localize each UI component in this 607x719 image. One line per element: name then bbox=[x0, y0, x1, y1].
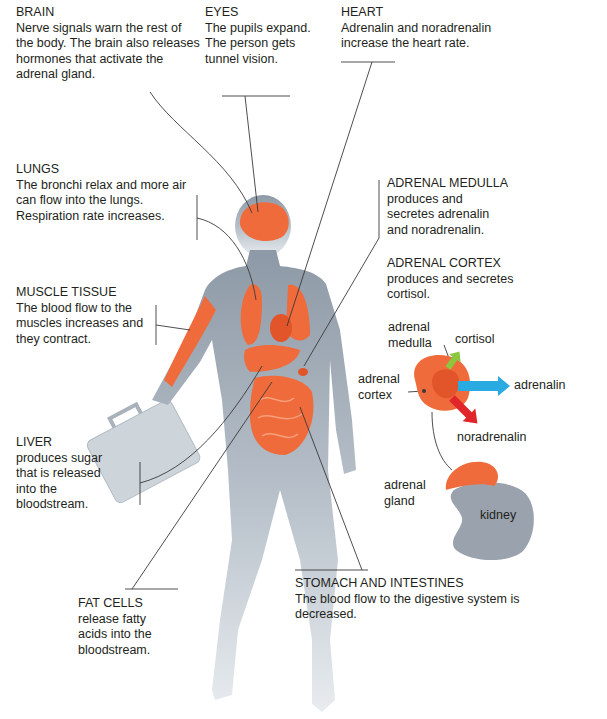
callout-text: release fatty acids into the bloodstream… bbox=[78, 612, 173, 659]
intestine-organ bbox=[250, 376, 313, 455]
callout-text: The pupils expand. The person gets tunne… bbox=[205, 21, 315, 68]
callout-text: produces sugar that is released into the… bbox=[16, 451, 116, 513]
head-silhouette bbox=[235, 195, 291, 257]
adrenal-medulla-shape bbox=[432, 369, 459, 398]
intestine-folds bbox=[258, 398, 302, 438]
liver-organ bbox=[244, 345, 300, 372]
cortisol-arrow bbox=[442, 348, 465, 372]
body-silhouette bbox=[152, 250, 356, 712]
part-label: adrenal gland bbox=[384, 478, 436, 509]
leader-line bbox=[156, 305, 190, 345]
kidney-shape: kidney bbox=[440, 476, 535, 560]
callout-heading: HEART bbox=[341, 5, 526, 21]
leader-line bbox=[197, 195, 256, 300]
organ-label: kidney bbox=[480, 508, 516, 524]
callout-heading: LUNGS bbox=[16, 162, 191, 178]
part-label: adrenal medulla bbox=[388, 320, 443, 351]
leader-line bbox=[222, 96, 290, 212]
arrow-shape bbox=[442, 348, 465, 372]
briefcase-handle bbox=[110, 404, 141, 427]
callout-heading: MUSCLE TISSUE bbox=[16, 285, 151, 301]
noradrenalin-arrow bbox=[446, 392, 484, 430]
leader-line bbox=[150, 92, 252, 213]
arrow-shape bbox=[446, 392, 484, 430]
part-label: adrenal cortex bbox=[358, 372, 410, 403]
callout-text: produces and secretes adrenalin and nora… bbox=[387, 192, 507, 239]
arm-muscle bbox=[164, 296, 216, 387]
callout-heading: ADRENAL CORTEX bbox=[387, 256, 547, 272]
callout-heading: STOMACH AND INTESTINES bbox=[295, 576, 525, 592]
leader-line bbox=[125, 382, 272, 589]
hormone-label: cortisol bbox=[455, 332, 525, 348]
briefcase bbox=[81, 389, 202, 504]
callout-heading: ADRENAL MEDULLA bbox=[387, 176, 537, 192]
lung-organ bbox=[241, 284, 262, 345]
callout-text: The blood flow to the muscles increases … bbox=[16, 301, 151, 348]
heart-organ bbox=[270, 314, 292, 342]
callout-heading: BRAIN bbox=[16, 5, 201, 21]
briefcase-body bbox=[85, 398, 202, 504]
callout-heading: LIVER bbox=[16, 435, 116, 451]
hormone-label: adrenalin bbox=[514, 378, 594, 394]
hormone-label: noradrenalin bbox=[457, 430, 557, 446]
kidney-fill bbox=[451, 482, 534, 560]
pointer-dot bbox=[422, 389, 426, 393]
callout-text: produces and secretes cortisol. bbox=[387, 272, 547, 303]
callout-text: Nerve signals warn the rest of the body.… bbox=[16, 21, 201, 83]
leader-line bbox=[140, 366, 262, 505]
callout-text: The blood flow to the digestive system i… bbox=[295, 592, 525, 623]
adrenal-gland-shape bbox=[446, 462, 498, 490]
adrenal-in-body bbox=[298, 368, 308, 376]
leader-line bbox=[432, 412, 452, 470]
callout-heading: FAT CELLS bbox=[78, 596, 173, 612]
leader-line bbox=[304, 180, 379, 366]
leader-line bbox=[295, 407, 368, 570]
brain-organ bbox=[240, 202, 289, 241]
callout-text: Adrenalin and noradrenalin increase the … bbox=[341, 21, 526, 52]
adrenalin-arrow bbox=[458, 376, 510, 396]
callout-heading: EYES bbox=[205, 5, 315, 21]
callout-text: The bronchi relax and more air can flow … bbox=[16, 178, 191, 225]
